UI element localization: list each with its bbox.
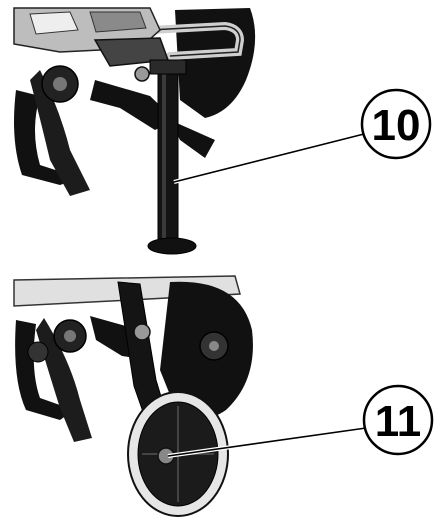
illustration-transport-wheel: 11 xyxy=(0,260,447,521)
stand-tube xyxy=(157,61,179,243)
arm-bolt xyxy=(133,323,151,341)
callout-circle-10 xyxy=(360,88,432,160)
tine-center xyxy=(90,80,175,130)
support-stand-drawing: 10 xyxy=(13,7,432,255)
illustration-support-stand: 10 xyxy=(0,0,447,260)
stand-foot xyxy=(147,237,197,255)
transport-wheel-drawing: 11 xyxy=(13,275,434,517)
tine-left-1 xyxy=(14,90,80,185)
callout-circle-11 xyxy=(362,384,434,456)
tine-left-bottom-2 xyxy=(36,318,92,442)
tine-right xyxy=(170,120,215,158)
pivot-bolt xyxy=(134,66,150,82)
callout-label-11: 11 xyxy=(375,397,422,446)
tine-left-2 xyxy=(30,70,90,196)
callout-label-10: 10 xyxy=(372,101,421,150)
tine-left-bottom-1 xyxy=(15,320,74,420)
